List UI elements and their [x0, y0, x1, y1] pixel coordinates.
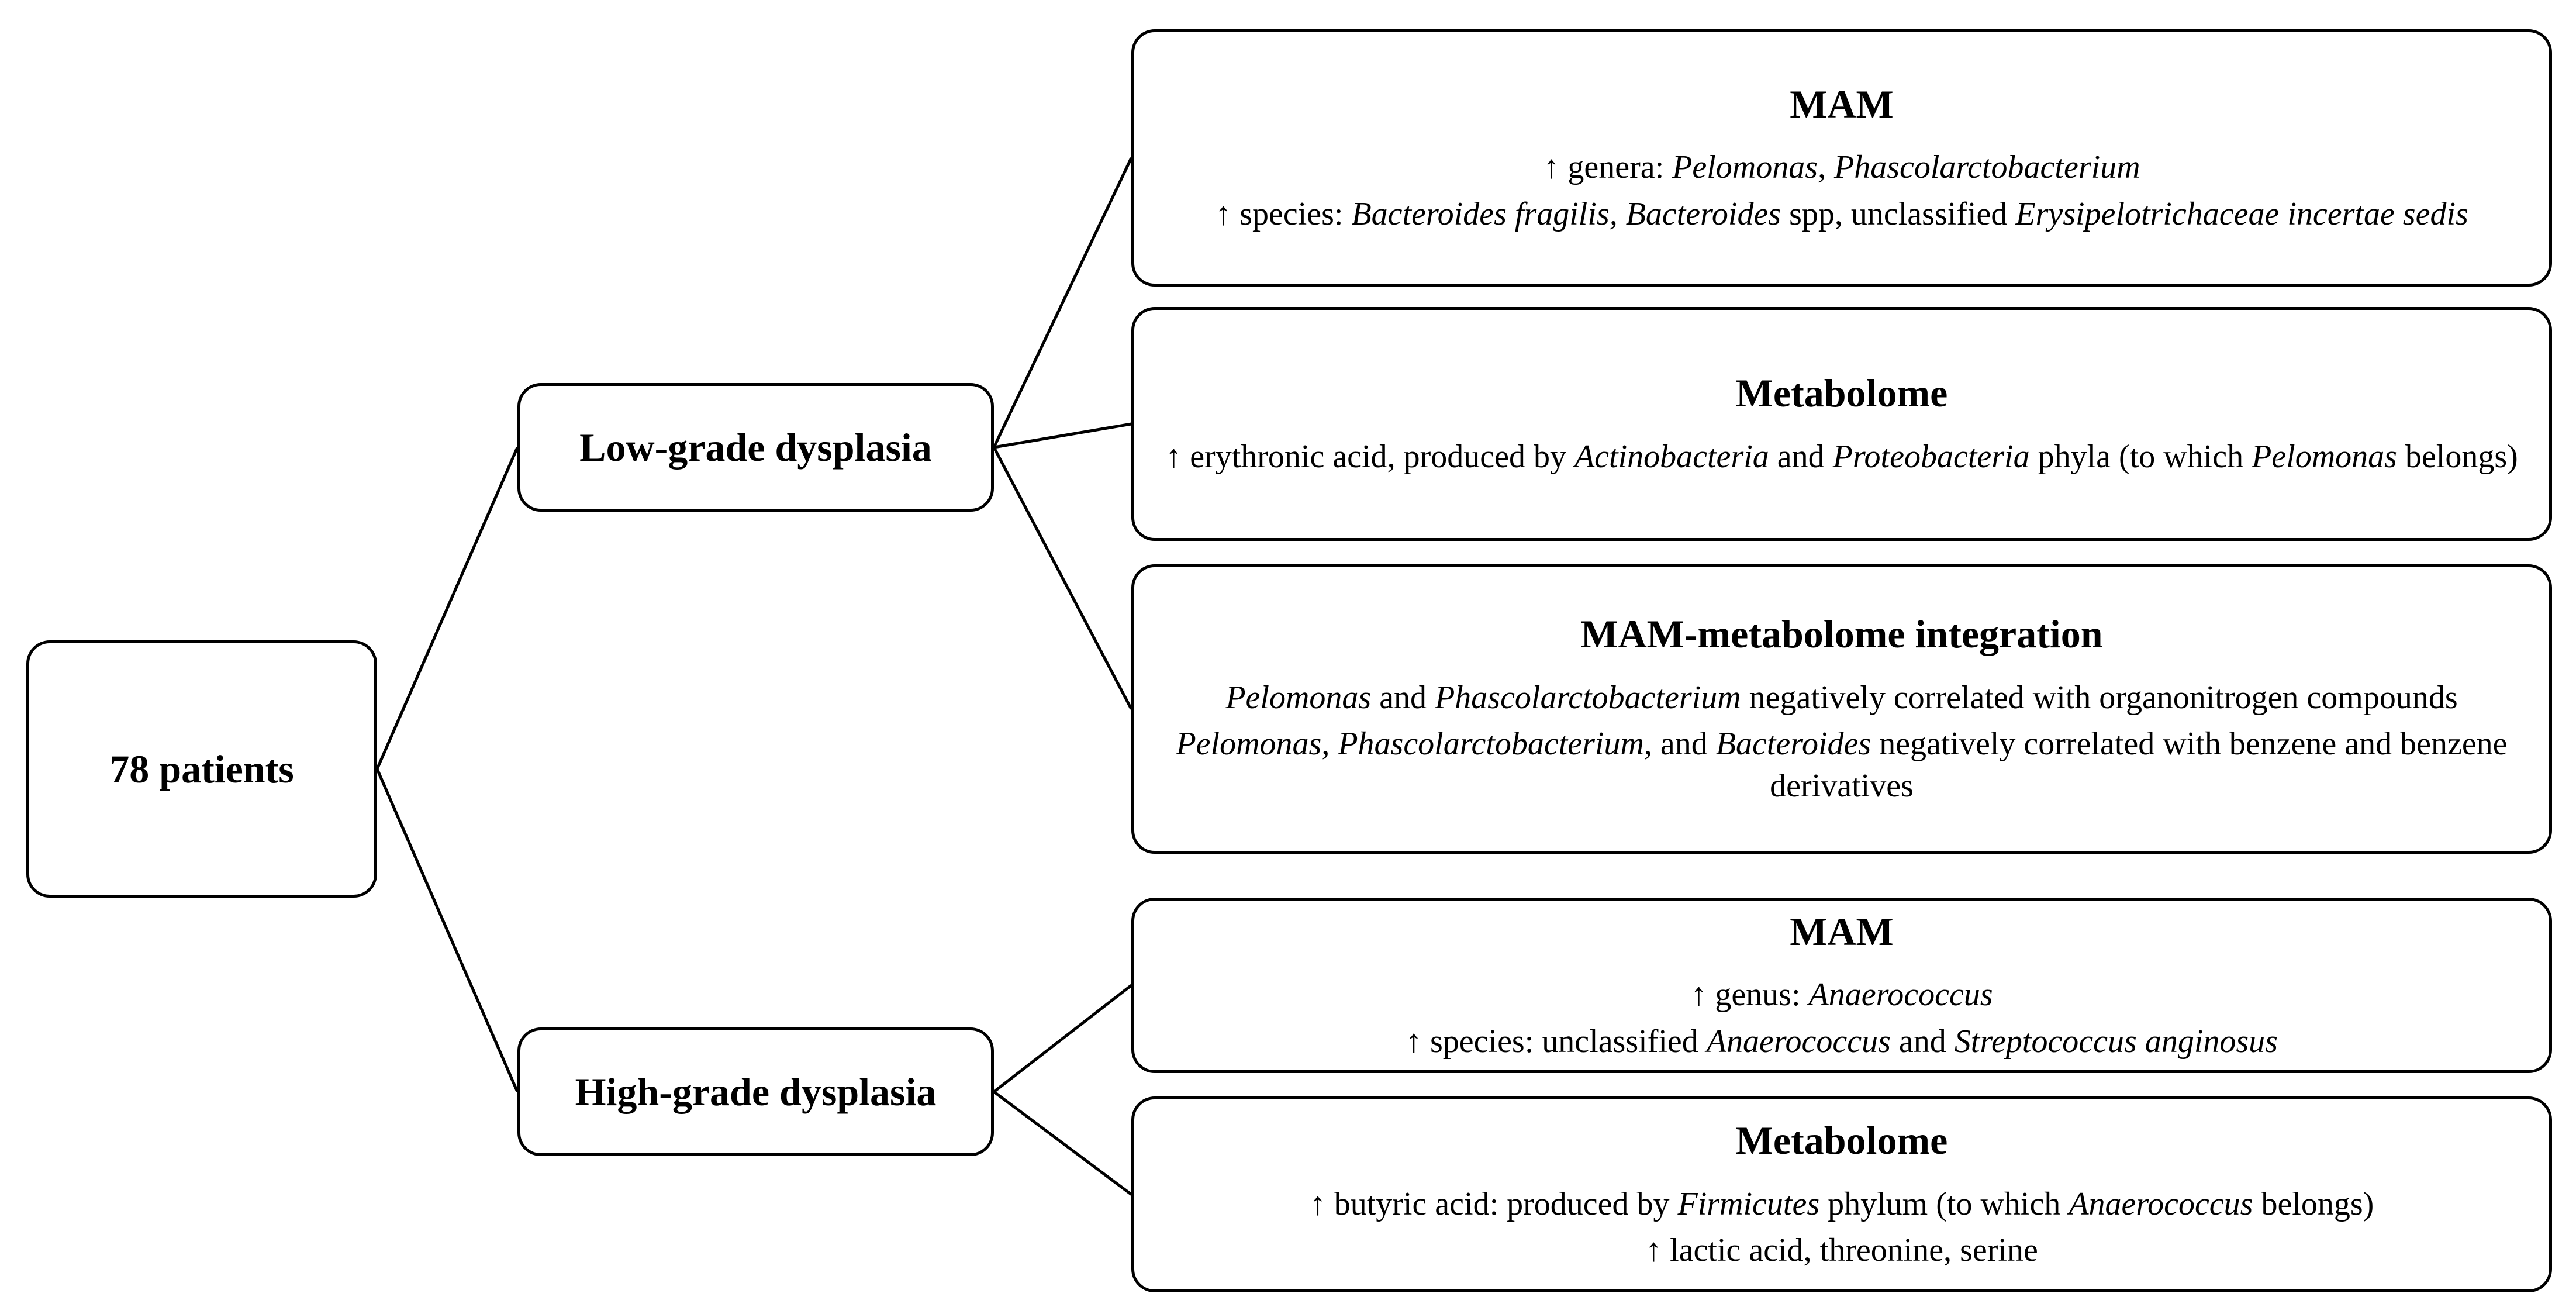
- box-title: MAM-metabolome integration: [1580, 612, 2103, 657]
- italic-text: Pelomonas: [1225, 679, 1372, 716]
- italic-text: Actinobacteria: [1574, 438, 1769, 475]
- box-line: ↑ genus: Anaerococcus: [1690, 974, 1993, 1016]
- box-line: ↑ erythronic acid, produced by Actinobac…: [1165, 436, 2518, 478]
- box-line: Pelomonas and Phascolarctobacterium nega…: [1225, 677, 2457, 719]
- text-segment: , and: [1643, 726, 1716, 763]
- text-segment: ↑ lactic acid, threonine, serine: [1645, 1232, 2038, 1269]
- text-segment: belongs): [2253, 1185, 2374, 1222]
- italic-text: Anaerococcus: [1706, 1023, 1891, 1060]
- text-segment: phyla (to which: [2029, 438, 2252, 475]
- box-line: ↑ species: Bacteroides fragilis, Bactero…: [1215, 194, 2468, 236]
- connector-high-hg1: [993, 1090, 1132, 1196]
- text-segment: ↑ erythronic acid, produced by: [1165, 438, 1574, 475]
- low-grade-mam-box: MAM ↑ genera: Pelomonas, Phascolarctobac…: [1131, 29, 2552, 287]
- connector-low-lg0: [992, 157, 1133, 449]
- box-title: Metabolome: [1735, 371, 1948, 416]
- high-grade-mam-box: MAM ↑ genus: Anaerococcus ↑ species: unc…: [1131, 898, 2552, 1073]
- low-grade-label: Low-grade dysplasia: [579, 425, 932, 470]
- high-grade-metabolome-box: Metabolome ↑ butyric acid: produced by F…: [1131, 1096, 2552, 1292]
- box-title: MAM: [1790, 909, 1894, 954]
- italic-text: Pelomonas: [1176, 726, 1322, 763]
- low-grade-dysplasia-node: Low-grade dysplasia: [517, 383, 994, 512]
- text-segment: and: [1371, 679, 1435, 716]
- text-segment: belongs): [2397, 438, 2518, 475]
- text-segment: and: [1890, 1023, 1955, 1060]
- italic-text: Pelomonas, Phascolarctobacterium: [1672, 149, 2140, 186]
- connector-high-hg0: [993, 984, 1132, 1093]
- low-grade-metabolome-box: Metabolome ↑ erythronic acid, produced b…: [1131, 307, 2552, 541]
- italic-text: Anaerococcus: [1808, 977, 1993, 1013]
- root-node-label: 78 patients: [109, 746, 294, 791]
- text-segment: ↑ species: unclassified: [1406, 1023, 1707, 1060]
- text-segment: ↑ species:: [1215, 195, 1352, 232]
- high-grade-dysplasia-node: High-grade dysplasia: [517, 1027, 994, 1156]
- italic-text: Bacteroides: [1715, 726, 1871, 763]
- italic-text: Pelomonas: [2252, 438, 2397, 475]
- box-line: ↑ species: unclassified Anaerococcus and…: [1406, 1021, 2278, 1063]
- high-grade-label: High-grade dysplasia: [575, 1069, 937, 1114]
- italic-text: Phascolarctobacterium: [1435, 679, 1741, 716]
- italic-text: Proteobacteria: [1832, 438, 2030, 475]
- root-node-78-patients: 78 patients: [26, 640, 377, 898]
- box-line: ↑ butyric acid: produced by Firmicutes p…: [1310, 1184, 2374, 1226]
- connector-low-lg1: [993, 422, 1132, 449]
- connector-low-lg2: [992, 446, 1133, 710]
- connector-root-low: [375, 447, 519, 770]
- box-line: ↑ lactic acid, threonine, serine: [1645, 1230, 2038, 1272]
- italic-text: Bacteroides fragilis, Bacteroides: [1351, 195, 1781, 232]
- italic-text: Phascolarctobacterium: [1338, 726, 1644, 763]
- text-segment: negatively correlated with benzene and b…: [1770, 726, 2508, 805]
- text-segment: phylum (to which: [1819, 1185, 2069, 1222]
- text-segment: negatively correlated with organonitroge…: [1741, 679, 2458, 716]
- italic-text: Streptococcus anginosus: [1954, 1023, 2278, 1060]
- text-segment: spp, unclassified: [1781, 195, 2016, 232]
- italic-text: Erysipelotrichaceae incertae sedis: [2015, 195, 2468, 232]
- low-grade-integration-box: MAM-metabolome integration Pelomonas and…: [1131, 564, 2552, 854]
- box-line: Pelomonas, Phascolarctobacterium, and Ba…: [1158, 723, 2526, 807]
- connector-root-high: [375, 768, 519, 1092]
- text-segment: ↑ genera:: [1543, 149, 1673, 186]
- text-segment: and: [1769, 438, 1833, 475]
- text-segment: ↑ genus:: [1690, 977, 1809, 1013]
- box-line: ↑ genera: Pelomonas, Phascolarctobacteri…: [1543, 147, 2140, 189]
- text-segment: ,: [1321, 726, 1338, 763]
- italic-text: Firmicutes: [1677, 1185, 1820, 1222]
- text-segment: ↑ butyric acid: produced by: [1309, 1185, 1678, 1222]
- box-title: MAM: [1790, 81, 1894, 126]
- italic-text: Anaerococcus: [2069, 1185, 2253, 1222]
- box-title: Metabolome: [1735, 1118, 1948, 1163]
